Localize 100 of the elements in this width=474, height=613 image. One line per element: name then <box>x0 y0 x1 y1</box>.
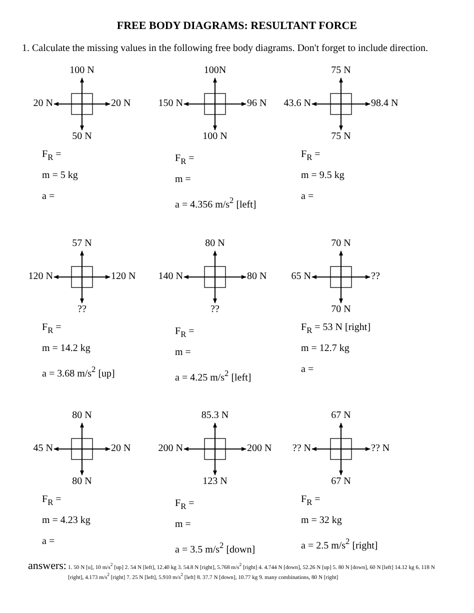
force-arrow <box>226 275 246 279</box>
force-arrow <box>213 250 217 266</box>
force-label: 98.4 N <box>371 98 398 110</box>
force-line: F$_{R}$ = <box>42 322 62 337</box>
force-line: F$_{R}$ = <box>301 149 320 164</box>
acceleration-line: a = 2.5 m/s$^{2}$ [right] <box>301 536 378 552</box>
force-arrow <box>339 422 343 438</box>
force-label: 65 N <box>291 271 311 283</box>
body-box <box>330 438 352 460</box>
force-label: 50 N <box>72 131 92 143</box>
force-arrow <box>339 114 343 130</box>
force-label: 96 N <box>247 98 267 110</box>
force-arrow <box>184 447 204 451</box>
force-arrow <box>80 78 84 94</box>
force-label: 200 N <box>247 443 272 455</box>
force-arrow <box>339 250 343 266</box>
force-arrow <box>352 447 370 451</box>
force-arrow <box>80 114 84 130</box>
force-label: ?? <box>78 304 86 316</box>
force-arrow <box>184 275 204 279</box>
force-arrow <box>80 250 84 266</box>
force-label: ?? <box>371 271 380 283</box>
mass-line: m = 12.7 kg <box>301 343 350 355</box>
acceleration-line: a = 4.25 m/s$^{2}$ [left] <box>175 368 252 384</box>
force-arrow <box>92 447 110 451</box>
force-label: 57 N <box>72 238 92 250</box>
force-arrow <box>80 288 84 304</box>
force-arrow <box>54 275 72 279</box>
force-arrow <box>54 447 72 451</box>
acceleration-line: a = 3.5 m/s$^{2}$ [down] <box>175 540 256 556</box>
force-label: 20 N <box>111 98 131 110</box>
force-label: 120 N <box>111 271 136 283</box>
force-label: 120 N <box>28 271 53 283</box>
force-label: 100 N <box>70 65 94 77</box>
force-arrow <box>312 447 330 451</box>
acceleration-line: a = <box>42 191 55 203</box>
force-label: 20 N <box>33 98 53 110</box>
force-arrow <box>80 460 84 476</box>
mass-line: m = <box>175 519 191 531</box>
force-label: ?? N <box>371 443 390 455</box>
force-arrow <box>213 114 217 130</box>
force-line: F$_{R}$ = <box>301 494 320 509</box>
body-box <box>204 266 226 288</box>
page-title: FREE BODY DIAGRAMS: RESULTANT FORCE <box>116 20 358 32</box>
force-line: F$_{R}$ = <box>42 494 62 509</box>
force-arrow <box>339 288 343 304</box>
force-label: 100 N <box>202 131 228 143</box>
force-arrow <box>213 288 217 304</box>
force-arrow <box>92 102 110 106</box>
force-label: 70 N <box>331 238 351 250</box>
force-label: 85.3 N <box>201 410 229 422</box>
acceleration-line: a = 4.356 m/s$^{2}$ [left] <box>175 195 256 212</box>
force-line: F$_{R}$ = 53 N [right] <box>301 322 371 337</box>
force-label: 67 N <box>331 476 351 488</box>
acceleration-line: a = <box>301 364 314 376</box>
answers-heading: answers: <box>28 560 66 572</box>
force-label: 70 N <box>331 304 351 316</box>
mass-line: m = 4.23 kg <box>42 515 90 527</box>
force-label: 75 N <box>331 65 351 77</box>
force-arrow <box>213 78 217 94</box>
force-label: 80 N <box>247 271 267 283</box>
acceleration-line: a = <box>301 191 314 203</box>
body-box <box>71 266 93 288</box>
force-arrow <box>92 275 110 279</box>
body-box <box>71 93 93 115</box>
force-label: 140 N <box>158 271 183 283</box>
force-arrow <box>312 275 330 279</box>
force-line: F$_{R}$ = <box>175 498 194 513</box>
mass-line: m = <box>175 347 191 359</box>
force-label: ?? N <box>292 443 311 455</box>
force-label: 80 N <box>72 476 92 488</box>
force-arrow <box>80 422 84 438</box>
body-box <box>330 93 352 115</box>
force-label: 45 N <box>33 443 53 455</box>
force-arrow <box>339 460 343 476</box>
force-label: 67 N <box>331 410 351 422</box>
force-label: 123 N <box>202 476 228 488</box>
force-arrow <box>352 275 370 279</box>
force-label: 150 N <box>158 98 183 110</box>
force-arrow <box>226 102 246 106</box>
force-label: 80 N <box>72 410 92 422</box>
force-arrow <box>226 447 246 451</box>
acceleration-line: a = 3.68 m/s$^{2}$ [up] <box>42 364 115 380</box>
body-box <box>71 438 93 460</box>
force-arrow <box>213 460 217 476</box>
force-line: F$_{R}$ = <box>175 153 194 168</box>
force-arrow <box>184 102 204 106</box>
body-box <box>204 438 226 460</box>
force-arrow <box>339 78 343 94</box>
force-arrow <box>213 422 217 438</box>
mass-line: m = 32 kg <box>301 515 342 527</box>
mass-line: m = 9.5 kg <box>301 170 344 182</box>
mass-line: m = 5 kg <box>42 170 78 182</box>
force-label: 200 N <box>158 443 183 455</box>
question-text: 1. Calculate the missing values in the following free body diagrams. Don't forget to include direction. <box>22 43 428 55</box>
force-line: F$_{R}$ = <box>175 326 194 341</box>
force-label: 80 N <box>205 238 225 250</box>
force-arrow <box>352 102 370 106</box>
force-arrow <box>312 102 330 106</box>
force-label: 43.6 N <box>284 98 311 110</box>
